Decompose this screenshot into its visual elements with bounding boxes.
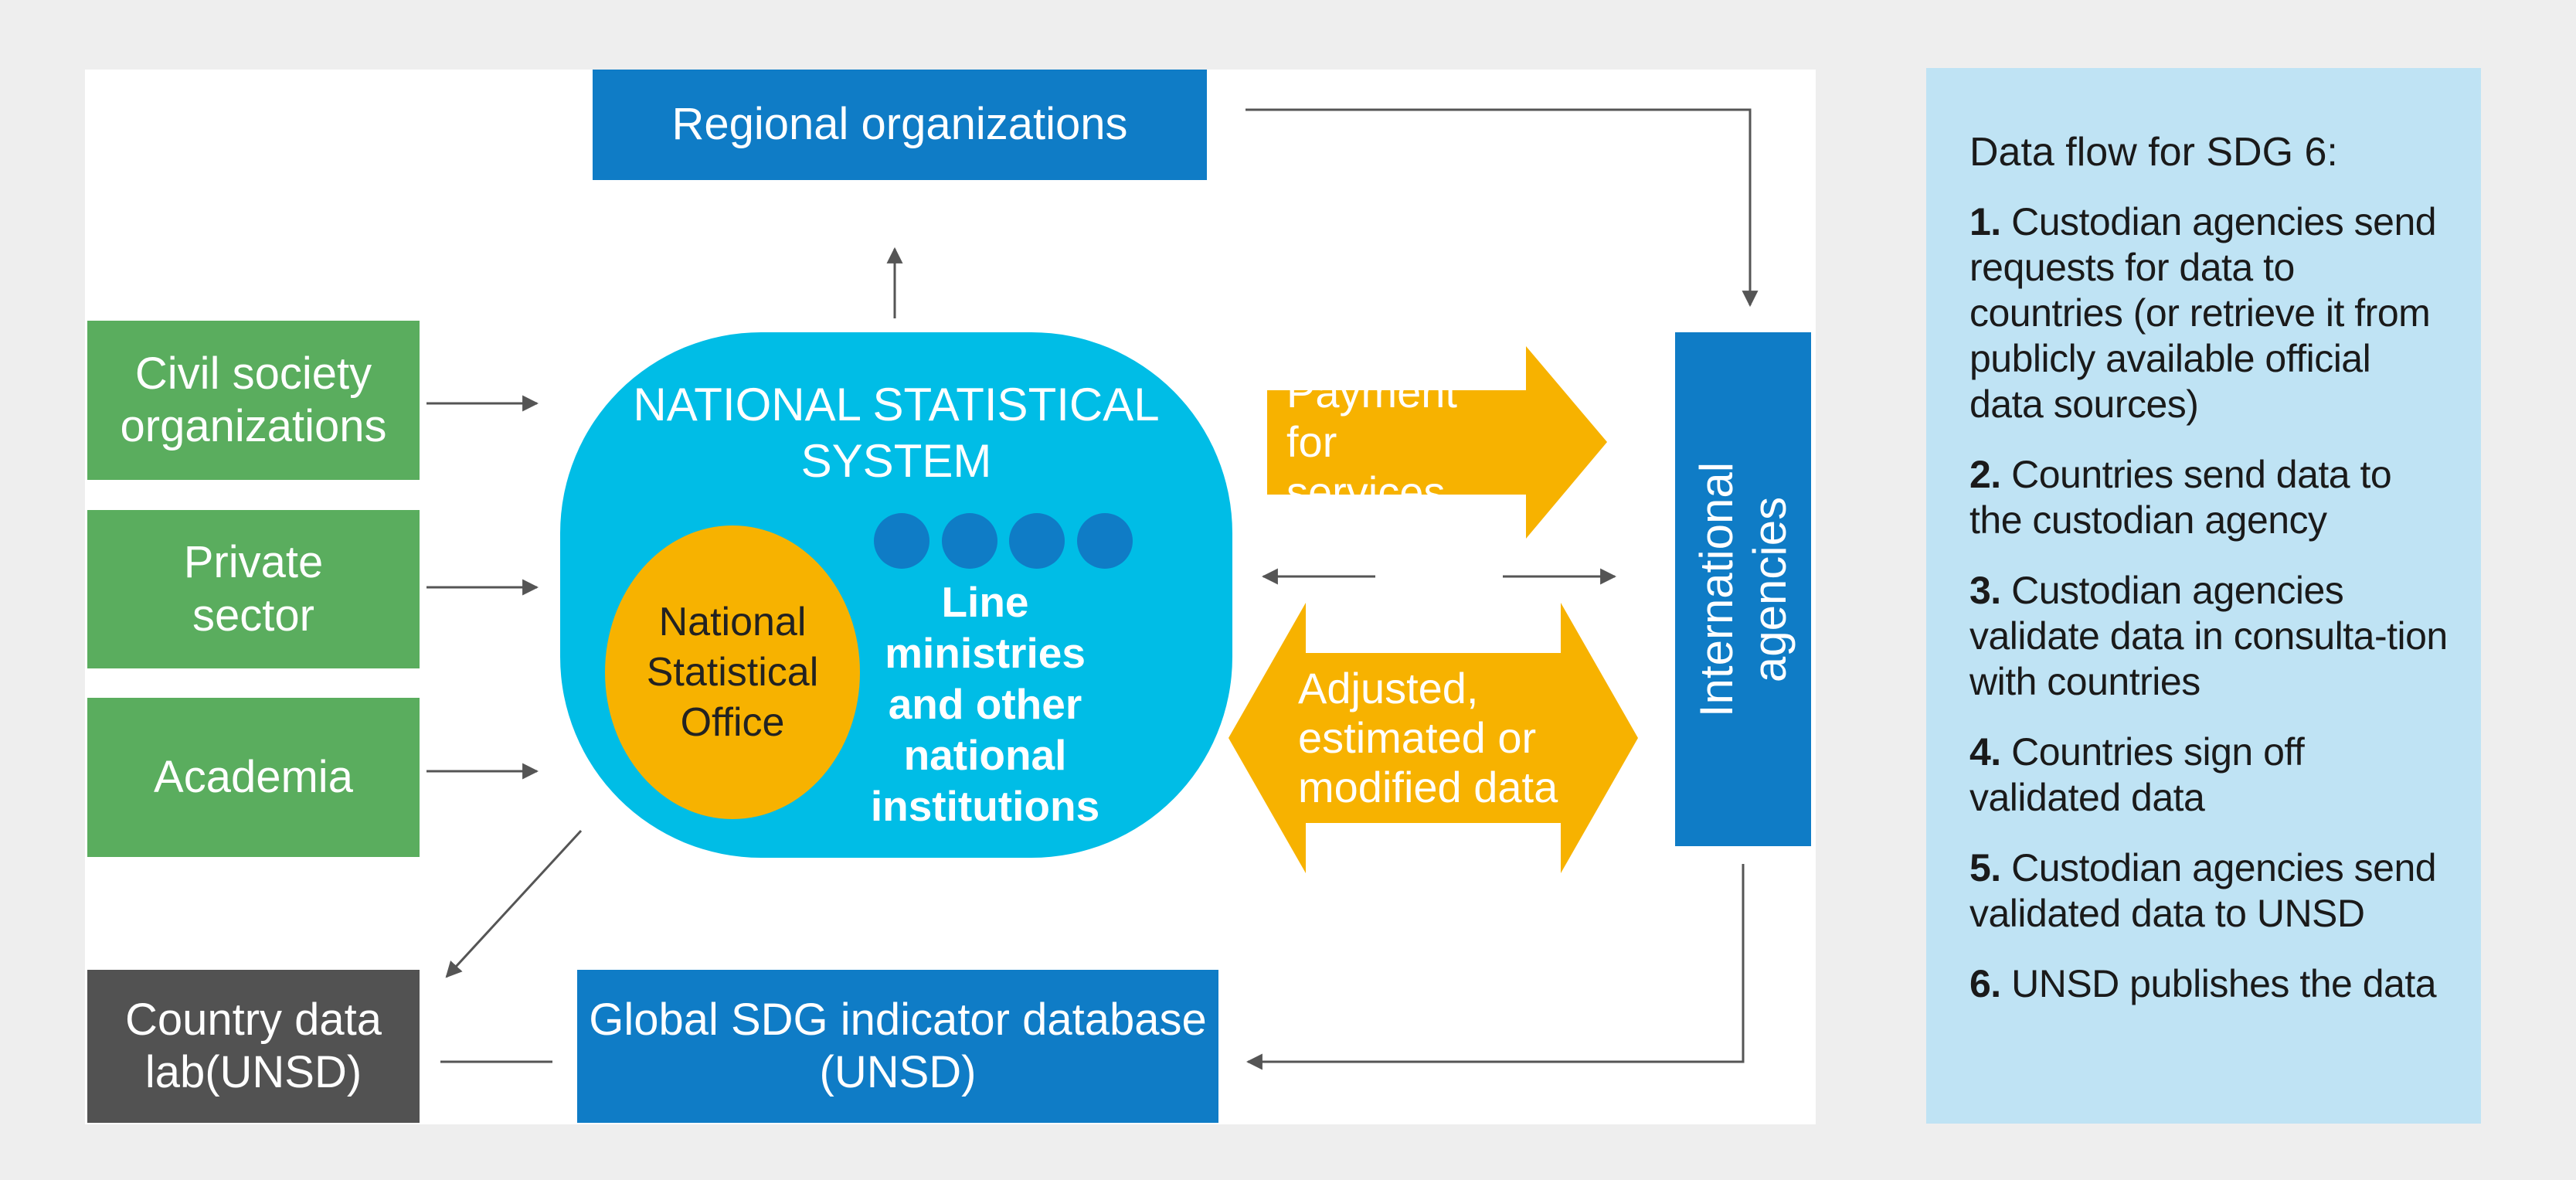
civil-society-label: Civil society organizations xyxy=(120,348,387,451)
data-flow-step: 6. UNSD publishes the data xyxy=(1969,961,2437,1005)
academia-box: Academia xyxy=(87,698,420,857)
ministry-dot-1 xyxy=(874,513,929,569)
global-sdg-database-box: Global SDG indicator database (UNSD) xyxy=(577,970,1218,1123)
data-flow-step: 5. Custodian agencies send validated dat… xyxy=(1969,845,2437,935)
national-statistical-office-circle xyxy=(605,525,860,819)
line-ministries-label: Line ministries and other national insti… xyxy=(870,577,1100,830)
global-sdg-database-label: Global SDG indicator database (UNSD) xyxy=(589,994,1207,1097)
national-statistical-system-title: NATIONAL STATISTICAL SYSTEM xyxy=(633,378,1160,487)
national-statistical-office-label: National Statistical Office xyxy=(646,599,819,745)
regional-organizations-label: Regional organizations xyxy=(671,99,1128,150)
regional-organizations-box: Regional organizations xyxy=(593,70,1207,180)
payment-arrow-shape xyxy=(1267,346,1607,539)
data-flow-step: 2. Countries send data to the custodian … xyxy=(1969,452,2392,542)
data-flow-step: 4. Countries sign off validated data xyxy=(1969,729,2305,819)
civil-society-box: Civil society organizations xyxy=(87,321,420,480)
private-sector-label: Private sector xyxy=(183,537,324,641)
private-sector-box: Private sector xyxy=(87,510,420,668)
data-flow-step: 1. Custodian agencies send requests for … xyxy=(1969,199,2437,426)
adjusted-data-arrow-shape xyxy=(1229,603,1638,873)
ministry-dot-3 xyxy=(1009,513,1065,569)
ministry-dot-4 xyxy=(1077,513,1133,569)
data-flow-sidebar: Data flow for SDG 6: 1. Custodian agenci… xyxy=(1926,68,2481,1124)
ministry-dot-2 xyxy=(942,513,997,569)
arrow-international-to-global-db xyxy=(1246,864,1745,1070)
international-agencies-box: International agencies xyxy=(1675,332,1811,846)
arrow-nss-to-country-lab xyxy=(445,829,583,978)
international-agencies-label: International agencies xyxy=(1691,461,1796,717)
data-flow-title: Data flow for SDG 6: xyxy=(1969,130,2338,175)
payment-for-services-label: Payment for services xyxy=(1286,367,1457,516)
arrow-regional-to-international xyxy=(1246,108,1759,308)
data-flow-step: 3. Custodian agencies validate data in c… xyxy=(1969,568,2448,703)
country-data-lab-label: Country data lab(UNSD) xyxy=(124,994,382,1097)
adjusted-data-label: Adjusted, estimated or modified data xyxy=(1298,664,1558,811)
country-data-lab-box: Country data lab(UNSD) xyxy=(87,970,420,1123)
academia-label: Academia xyxy=(154,751,353,802)
